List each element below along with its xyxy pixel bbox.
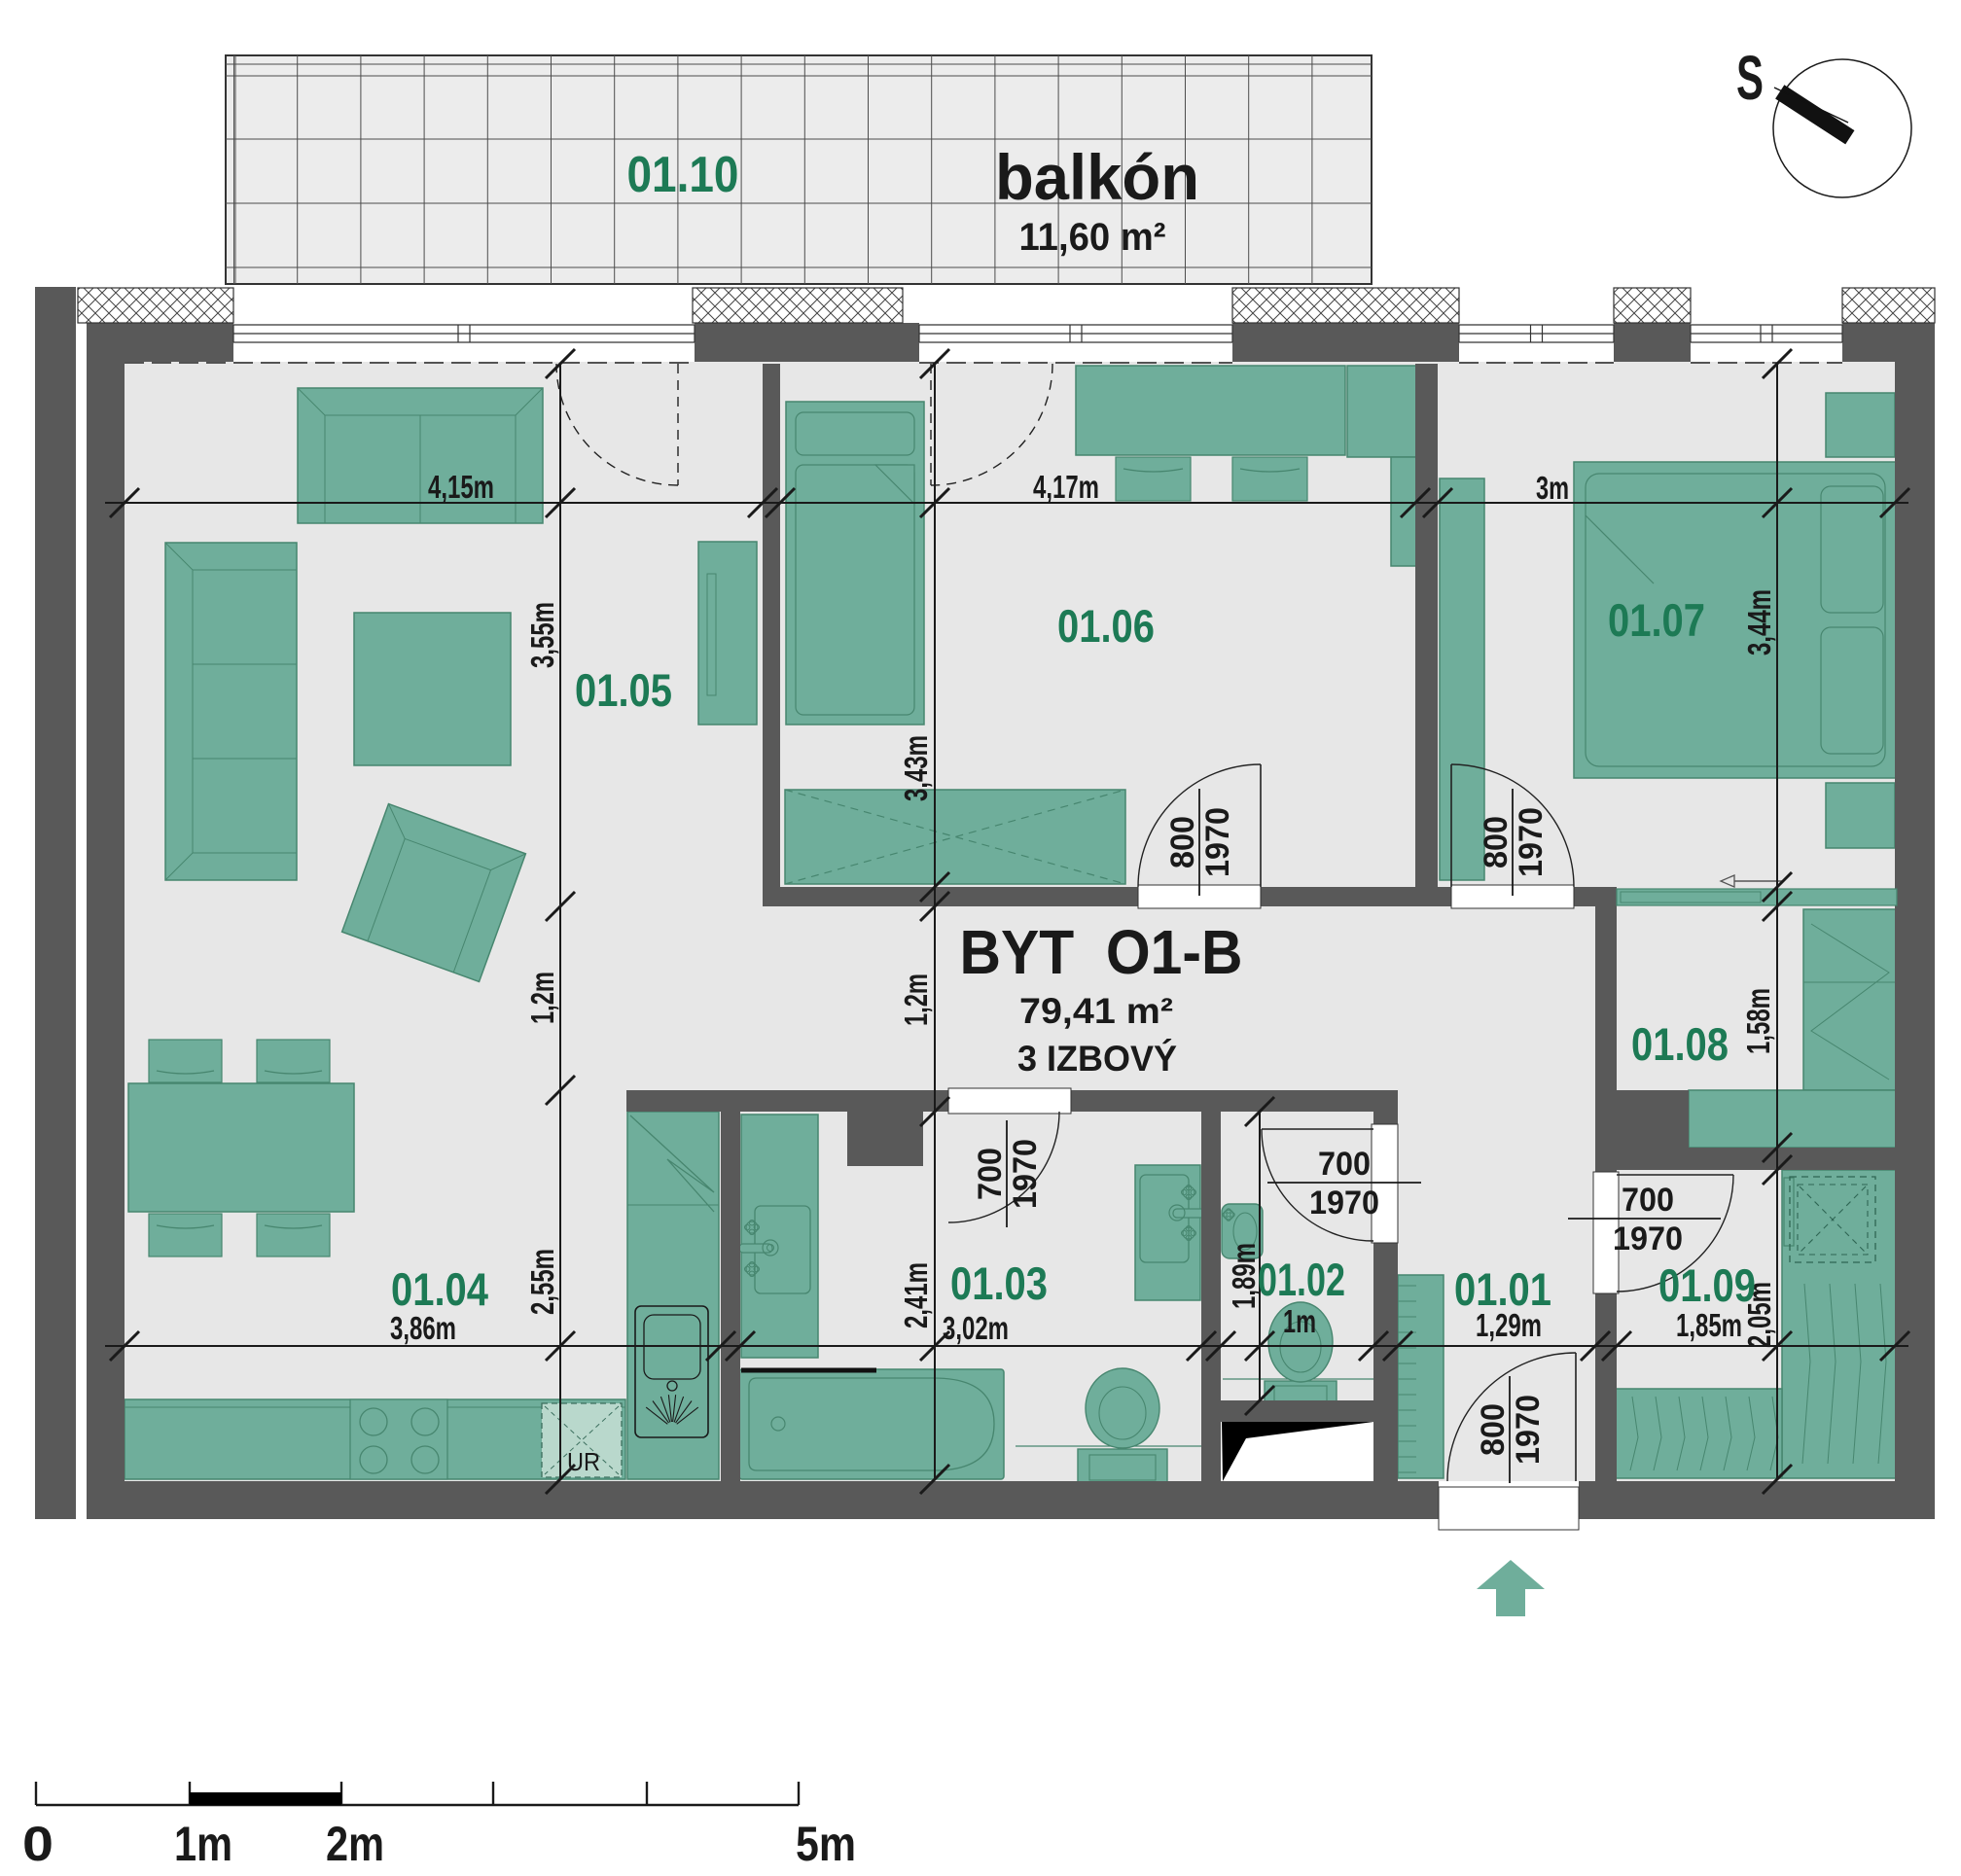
svg-text:1,58m: 1,58m (1740, 988, 1776, 1054)
svg-text:800: 800 (1478, 816, 1515, 868)
svg-text:UR: UR (567, 1447, 600, 1476)
svg-text:01.10: 01.10 (627, 147, 739, 203)
svg-text:5m: 5m (796, 1817, 856, 1871)
svg-text:balkón: balkón (995, 141, 1199, 213)
svg-text:1970: 1970 (1007, 1139, 1044, 1209)
svg-text:1970: 1970 (1513, 807, 1550, 877)
svg-text:4,17m: 4,17m (1033, 469, 1099, 505)
svg-text:700: 700 (1622, 1182, 1674, 1219)
svg-text:01.09: 01.09 (1658, 1259, 1756, 1311)
svg-text:2m: 2m (326, 1817, 384, 1871)
svg-text:2,41m: 2,41m (898, 1262, 934, 1328)
svg-text:2,55m: 2,55m (524, 1249, 560, 1315)
svg-text:800: 800 (1164, 816, 1201, 868)
svg-text:3,44m: 3,44m (1741, 589, 1777, 655)
svg-text:3,55m: 3,55m (524, 602, 560, 668)
svg-text:1,89m: 1,89m (1226, 1243, 1262, 1309)
svg-text:1970: 1970 (1613, 1221, 1683, 1257)
svg-text:1970: 1970 (1199, 807, 1236, 877)
svg-text:3,43m: 3,43m (898, 735, 934, 801)
svg-text:1,2m: 1,2m (524, 972, 560, 1024)
svg-text:3,86m: 3,86m (390, 1310, 456, 1346)
svg-text:BYT O1-B: BYT O1-B (960, 917, 1243, 987)
svg-text:0: 0 (22, 1817, 53, 1871)
svg-text:01.08: 01.08 (1631, 1018, 1729, 1070)
svg-text:1m: 1m (174, 1817, 232, 1871)
svg-text:700: 700 (1318, 1146, 1371, 1183)
svg-text:11,60 m²: 11,60 m² (1019, 216, 1166, 259)
svg-text:700: 700 (972, 1148, 1009, 1200)
svg-text:S: S (1736, 43, 1764, 113)
svg-text:1,2m: 1,2m (898, 973, 934, 1026)
svg-text:79,41 m²: 79,41 m² (1019, 991, 1173, 1031)
svg-text:1970: 1970 (1309, 1185, 1379, 1221)
svg-text:01.05: 01.05 (575, 664, 672, 716)
svg-text:1,85m: 1,85m (1676, 1307, 1742, 1343)
svg-text:01.03: 01.03 (950, 1257, 1048, 1309)
svg-text:01.02: 01.02 (1258, 1254, 1345, 1305)
svg-text:01.06: 01.06 (1057, 600, 1155, 652)
svg-text:1,29m: 1,29m (1476, 1307, 1542, 1343)
svg-text:4,15m: 4,15m (428, 469, 494, 505)
svg-text:800: 800 (1475, 1403, 1512, 1456)
svg-text:01.01: 01.01 (1454, 1263, 1551, 1315)
svg-text:01.07: 01.07 (1608, 594, 1705, 646)
svg-text:01.04: 01.04 (391, 1263, 488, 1315)
svg-text:1970: 1970 (1510, 1395, 1547, 1465)
svg-text:3,02m: 3,02m (943, 1310, 1009, 1346)
svg-text:2,05m: 2,05m (1741, 1282, 1777, 1348)
svg-text:3 IZBOVÝ: 3 IZBOVÝ (1017, 1039, 1177, 1079)
svg-text:1m: 1m (1283, 1303, 1316, 1339)
svg-text:3m: 3m (1536, 470, 1569, 506)
